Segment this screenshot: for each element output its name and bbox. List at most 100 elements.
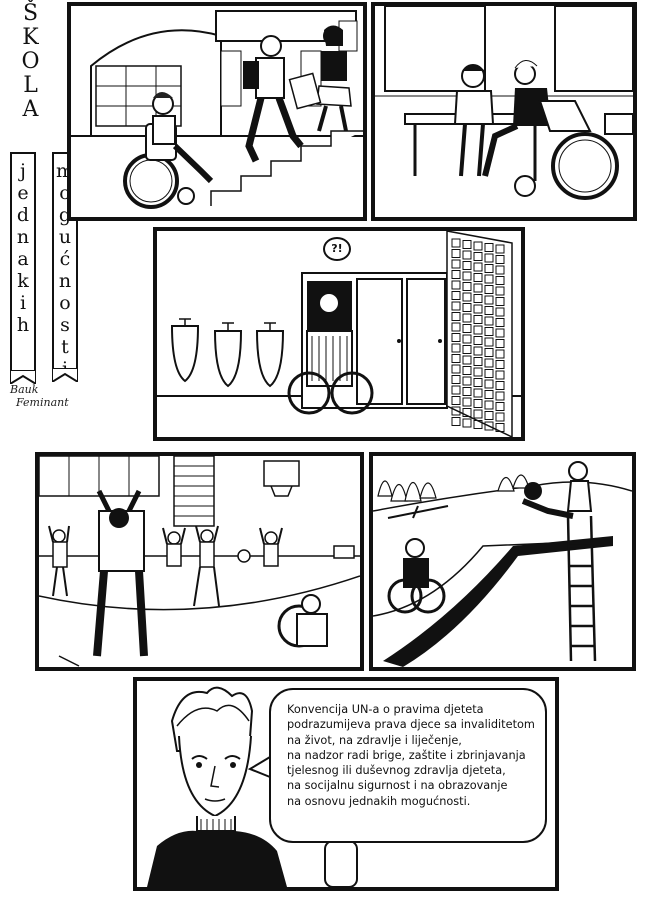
wall-tile — [462, 292, 472, 302]
wall-tile — [451, 354, 461, 363]
signature-line-2: Feminant — [16, 396, 69, 409]
wall-tile — [462, 250, 472, 260]
wall-tile — [451, 259, 461, 269]
wall-tile — [473, 294, 483, 303]
speech-bubble-tail — [248, 756, 271, 778]
wall-tile — [462, 282, 472, 291]
title-letter: d — [16, 204, 30, 226]
panel-classroom — [371, 2, 637, 221]
title-letter: ć — [59, 248, 71, 270]
title-letter: a — [17, 248, 29, 270]
wall-tile — [495, 318, 505, 327]
wall-tile — [451, 417, 461, 426]
speech-line: Konvencija UN-a o pravima djeteta — [287, 703, 484, 716]
title-letter: e — [17, 182, 29, 204]
speech-line: tjelesnog ili duševnog zdravlja djeteta, — [287, 764, 506, 778]
wall-tile — [451, 406, 461, 416]
wall-tile — [451, 280, 461, 290]
speech-line: podrazumijeva prava djece sa invaliditet… — [287, 718, 535, 732]
wall-tile — [473, 315, 483, 324]
speech-bubble: Konvencija UN-a o pravima djeteta podraz… — [269, 688, 547, 843]
wall-tile — [462, 355, 472, 365]
panel-playground — [369, 452, 636, 671]
title-letter: Š — [22, 1, 40, 26]
title-letter: t — [61, 336, 69, 358]
wall-tile — [473, 409, 483, 419]
wall-tile — [473, 325, 483, 335]
wall-tile — [495, 349, 505, 359]
wall-tile — [451, 312, 461, 321]
wall-tile — [495, 370, 505, 380]
wall-tile — [462, 303, 472, 312]
wall-tile — [462, 324, 472, 333]
wall-tile — [451, 301, 461, 311]
wall-tile — [495, 360, 505, 369]
wall-tile — [473, 262, 483, 272]
title-letter: n — [58, 270, 72, 292]
wall-tile — [484, 253, 494, 263]
wall-tile — [462, 271, 472, 281]
wall-tile — [495, 255, 505, 264]
ribbon-tail — [52, 368, 78, 382]
wall-tile — [495, 412, 505, 422]
speech-line: na život, na zdravlje i liječenje, — [287, 733, 462, 747]
title-letter: A — [22, 97, 40, 122]
wall-tile — [484, 379, 494, 389]
panel-stairs — [67, 2, 367, 221]
title-letter: h — [16, 314, 30, 336]
wall-tile — [495, 276, 505, 285]
wall-tile — [451, 333, 461, 342]
wall-tile — [473, 388, 483, 398]
wall-tile — [462, 376, 472, 386]
artist-signature: Bauk Feminant — [10, 383, 80, 409]
wall-tile — [495, 381, 505, 390]
title-letter: j — [20, 160, 26, 182]
wall-tile — [495, 297, 505, 306]
panel-gym — [35, 452, 364, 671]
wall-tile — [484, 327, 494, 336]
wall-tile — [451, 396, 461, 405]
title-letter: O — [21, 49, 41, 74]
wall-tile — [495, 328, 505, 338]
wall-tile — [484, 306, 494, 315]
wall-tile — [484, 285, 494, 294]
title-letter: k — [17, 270, 29, 292]
wall-tile — [451, 249, 461, 258]
playground-illustration — [373, 456, 632, 667]
wall-tile — [473, 357, 483, 366]
wall-tile — [473, 283, 483, 293]
wall-tile — [473, 399, 483, 408]
wall-tile — [484, 316, 494, 326]
wall-tile — [484, 421, 494, 431]
wall-tile — [462, 387, 472, 396]
wall-tile — [495, 391, 505, 401]
speech-line: na osnovu jednakih mogućnosti. — [287, 794, 471, 808]
gym-illustration — [39, 456, 360, 667]
wall-tile — [451, 322, 461, 332]
wall-tile — [484, 337, 494, 347]
wall-tile — [451, 375, 461, 384]
wall-tile — [473, 420, 483, 429]
wall-tile — [484, 358, 494, 368]
wall-tile — [484, 264, 494, 273]
wall-tile — [451, 238, 461, 248]
wall-tile — [484, 348, 494, 357]
wall-tile — [462, 334, 472, 344]
panel-toilet: ?! — [153, 227, 525, 441]
title-letter: s — [60, 314, 70, 336]
wall-tile — [495, 423, 505, 432]
wall-tile — [462, 345, 472, 354]
wall-tile — [484, 390, 494, 399]
title-letter: o — [59, 292, 71, 314]
title-letter: o — [59, 182, 71, 204]
wall-tile — [462, 408, 472, 417]
wall-tile — [462, 418, 472, 428]
wall-tile — [473, 378, 483, 387]
wall-tile — [495, 307, 505, 317]
wall-tile — [473, 273, 483, 282]
wall-tile — [473, 346, 483, 356]
title-letter: u — [58, 226, 72, 248]
